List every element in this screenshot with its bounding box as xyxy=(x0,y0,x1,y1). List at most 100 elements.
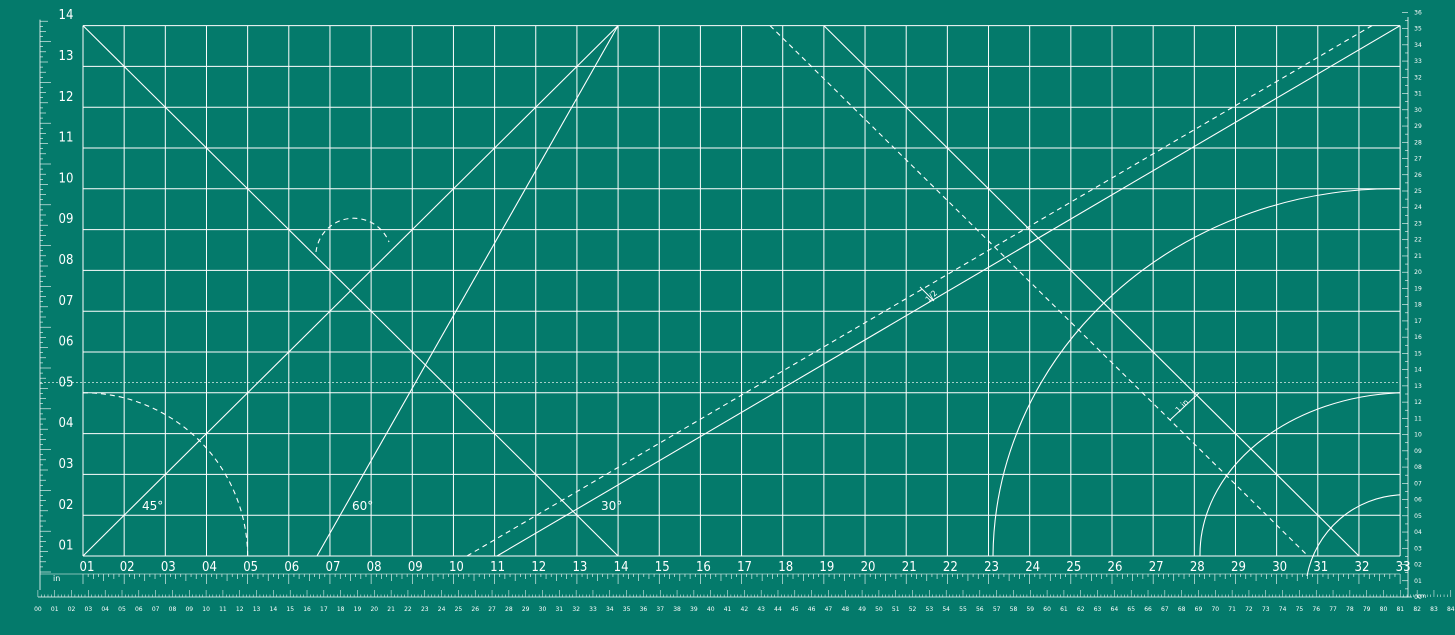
cm-bottom-label: 62 xyxy=(1077,606,1085,613)
cm-bottom-label: 20 xyxy=(370,606,378,613)
cm-bottom-label: 10 xyxy=(202,606,210,613)
inch-left-label: 08 xyxy=(59,253,74,268)
cm-bottom-label: 69 xyxy=(1195,606,1203,613)
cm-right-label: 09 xyxy=(1414,448,1422,455)
cm-bottom-label: 25 xyxy=(455,606,463,613)
cm-right-label: 28 xyxy=(1414,139,1422,146)
cm-right-label: 17 xyxy=(1414,318,1422,325)
guide-30-dashed xyxy=(466,25,1373,557)
arc-large xyxy=(992,188,1401,557)
cm-bottom-label: 19 xyxy=(354,606,362,613)
cm-right-label: 02 xyxy=(1414,562,1422,569)
cm-bottom-label: 78 xyxy=(1346,606,1354,613)
cm-bottom-label: 06 xyxy=(135,606,143,613)
cm-bottom-label: 66 xyxy=(1144,606,1152,613)
cm-right-label: 16 xyxy=(1414,334,1422,341)
inch-left-label: 09 xyxy=(59,212,74,227)
inch-bottom-label: 02 xyxy=(120,560,135,575)
inch-bottom-label: 20 xyxy=(861,560,876,575)
cm-right-label: 18 xyxy=(1414,302,1422,309)
inch-bottom-label: 33 xyxy=(1396,560,1411,575)
cm-bottom-label: 56 xyxy=(976,606,984,613)
inch-left-label: 07 xyxy=(59,294,74,309)
cm-bottom-label: 07 xyxy=(152,606,160,613)
cm-right-label: 14 xyxy=(1414,367,1422,374)
cm-right-label: 20 xyxy=(1414,269,1422,276)
cm-bottom-label: 81 xyxy=(1396,606,1404,613)
cm-bottom-label: 59 xyxy=(1026,606,1034,613)
cm-right-label: 29 xyxy=(1414,123,1422,130)
inch-left-label: 14 xyxy=(59,8,74,23)
cm-bottom-label: 40 xyxy=(707,606,715,613)
cm-bottom-label: 08 xyxy=(169,606,177,613)
guide-45-down-right xyxy=(823,25,1360,557)
cm-bottom-label: 41 xyxy=(724,606,732,613)
cm-right-label: 23 xyxy=(1414,220,1422,227)
inch-left-label: 04 xyxy=(59,416,74,431)
inch-bottom-label: 32 xyxy=(1355,560,1370,575)
inch-bottom-label: 06 xyxy=(284,560,299,575)
cm-bottom-label: 38 xyxy=(673,606,681,613)
inch-left-label: 13 xyxy=(59,49,74,64)
cm-bottom-label: 83 xyxy=(1430,606,1438,613)
cm-bottom-label: 18 xyxy=(337,606,345,613)
cm-right-label: 11 xyxy=(1414,415,1422,422)
cm-right-label: 04 xyxy=(1414,529,1422,536)
cm-bottom-label: 50 xyxy=(875,606,883,613)
cm-bottom-label: 36 xyxy=(640,606,648,613)
cm-bottom-label: 67 xyxy=(1161,606,1169,613)
cm-right-label: 06 xyxy=(1414,497,1422,504)
cm-right-label: 34 xyxy=(1414,42,1422,49)
guide-60 xyxy=(316,25,619,557)
angle-label-30: 30° xyxy=(601,499,622,513)
inch-bottom-label: 05 xyxy=(243,560,258,575)
inch-bottom-label: 15 xyxy=(655,560,670,575)
cm-bottom-label: 73 xyxy=(1262,606,1270,613)
cm-bottom-label: 60 xyxy=(1043,606,1051,613)
cm-bottom-label: 57 xyxy=(993,606,1001,613)
inch-grid xyxy=(40,25,1401,557)
cm-bottom-label: 37 xyxy=(656,606,664,613)
cm-bottom-label: 82 xyxy=(1413,606,1421,613)
cm-bottom-label: 54 xyxy=(942,606,950,613)
cm-right-label: 26 xyxy=(1414,172,1422,179)
cm-bottom-label: 29 xyxy=(522,606,530,613)
inch-bottom-label: 28 xyxy=(1190,560,1205,575)
cm-bottom-label: 28 xyxy=(505,606,513,613)
cm-unit-label: cm xyxy=(1417,593,1426,600)
cm-right-label: 00 xyxy=(1414,594,1422,601)
inch-bottom-label: 08 xyxy=(367,560,382,575)
cm-bottom-label: 14 xyxy=(270,606,278,613)
inch-bottom-label: 22 xyxy=(943,560,958,575)
cm-bottom-label: 68 xyxy=(1178,606,1186,613)
cm-bottom-label: 26 xyxy=(471,606,479,613)
cm-bottom-label: 75 xyxy=(1296,606,1304,613)
inch-bottom-label: 27 xyxy=(1149,560,1164,575)
inch-left-label: 12 xyxy=(59,90,74,105)
cm-bottom-label: 02 xyxy=(68,606,76,613)
cm-right-label: 08 xyxy=(1414,464,1422,471)
cm-bottom-label: 15 xyxy=(286,606,294,613)
cm-bottom-label: 33 xyxy=(589,606,597,613)
cm-bottom-label: 23 xyxy=(421,606,429,613)
cm-right-label: 30 xyxy=(1414,107,1422,114)
inch-bottom-label: 19 xyxy=(819,560,834,575)
inch-bottom-label: 14 xyxy=(614,560,629,575)
cm-bottom-label: 48 xyxy=(841,606,849,613)
cm-bottom-label: 74 xyxy=(1279,606,1287,613)
cm-bottom-label: 84 xyxy=(1447,606,1455,613)
cm-bottom-label: 58 xyxy=(1010,606,1018,613)
cm-bottom-label: 47 xyxy=(825,606,833,613)
inch-bottom-label: 04 xyxy=(202,560,217,575)
cm-bottom-label: 53 xyxy=(926,606,934,613)
inch-bottom-label: 09 xyxy=(408,560,423,575)
inch-left-label: 03 xyxy=(59,457,74,472)
inch-unit-label: in xyxy=(53,574,60,583)
inch-left-label: 05 xyxy=(59,375,74,390)
cm-bottom-label: 49 xyxy=(858,606,866,613)
inch-bottom-label: 16 xyxy=(696,560,711,575)
inch-bottom-label: 10 xyxy=(449,560,464,575)
ruler-ticks xyxy=(37,12,1452,598)
